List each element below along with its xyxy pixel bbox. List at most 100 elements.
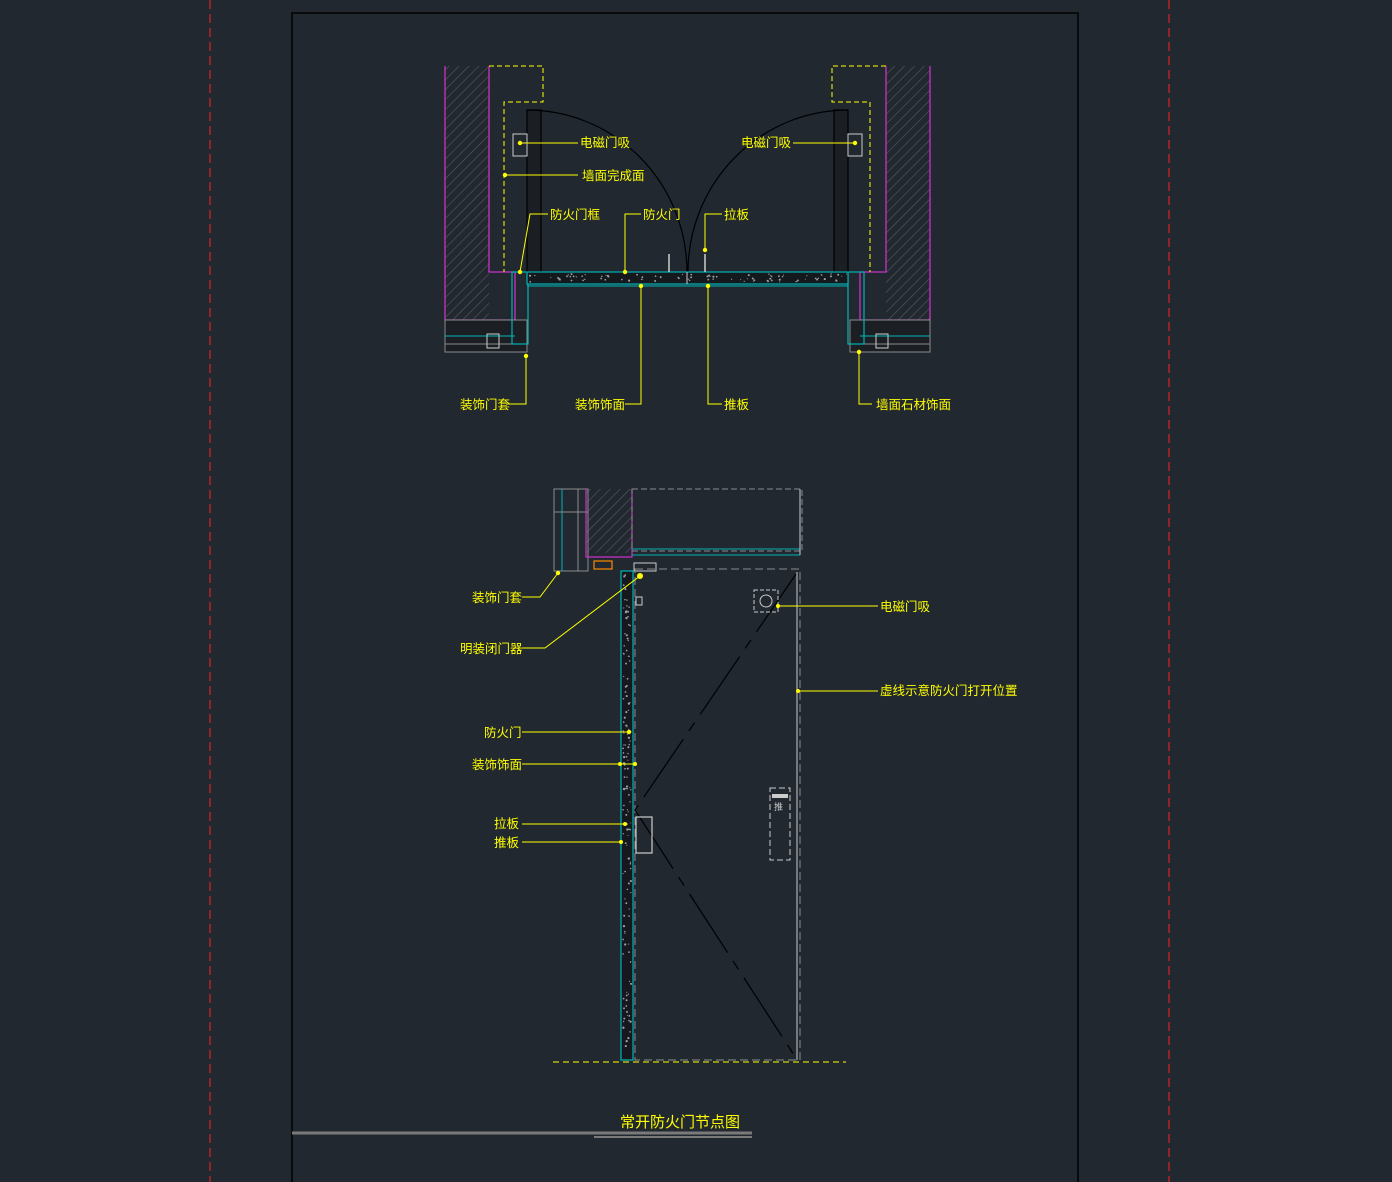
speckle (628, 882, 630, 884)
lintel-hatch (586, 489, 632, 553)
plan-leader-dots (502, 140, 862, 359)
elevation-magnetic-holder-circle (759, 594, 773, 608)
speckle (529, 280, 532, 283)
speckle (627, 834, 629, 837)
speckle (712, 278, 714, 280)
speckle (622, 833, 624, 835)
speckle (707, 278, 710, 281)
speckle (625, 616, 628, 620)
elev-label-push-plate: 推板 (494, 835, 520, 850)
speckle (567, 274, 569, 276)
speckle (627, 709, 630, 712)
speckle (625, 711, 628, 714)
speckle (747, 274, 750, 277)
speckle (768, 273, 770, 275)
speckle (629, 655, 631, 657)
lintel-wall-magenta (585, 489, 633, 558)
elev-label-dashed-open-position: 虚线示意防火门打开位置 (880, 683, 1018, 698)
speckle (622, 787, 626, 791)
speckle (629, 880, 632, 883)
speckle (778, 278, 781, 281)
speckle (627, 623, 630, 626)
plan-label-push-plate: 推板 (724, 397, 750, 412)
speckle (625, 755, 628, 758)
sheet-frame (291, 12, 1079, 1182)
speckle (623, 1007, 625, 1010)
speckle (625, 662, 628, 665)
speckle (629, 982, 633, 985)
speckle (627, 639, 629, 642)
speckle (622, 584, 625, 586)
speckle (767, 280, 770, 283)
speckle (677, 277, 680, 280)
speckle (628, 728, 630, 730)
speckle (743, 280, 745, 283)
speckle (626, 991, 628, 993)
speckle (623, 575, 626, 578)
speckle (622, 1020, 625, 1023)
speckle (626, 733, 629, 735)
speckle (752, 281, 754, 283)
right-swing-arc (687, 109, 849, 273)
right-frame-steel (847, 271, 865, 345)
speckle (690, 276, 693, 279)
elev-label-magnetic-holder: 电磁门吸 (880, 599, 931, 614)
drawing-title: 常开防火门节点图 (620, 1113, 740, 1131)
plan-view: 电磁门吸 墙面完成面 防火门框 防火门 拉板 电磁门吸 装饰门套 装饰饰面 推板… (444, 65, 951, 412)
speckle (636, 273, 639, 276)
speckle (627, 746, 630, 749)
speckle (625, 695, 628, 698)
speckle (607, 275, 610, 278)
speckle (559, 279, 561, 281)
speckle (706, 275, 709, 278)
door-closer-body (593, 560, 613, 570)
speckle (627, 759, 629, 761)
speckle (575, 276, 577, 278)
speckle (781, 275, 784, 278)
left-wall-inner (488, 66, 516, 330)
speckle (600, 277, 602, 280)
plan-label-fire-door-frame: 防火门框 (550, 207, 601, 222)
speckle (621, 278, 623, 281)
speckle (625, 634, 628, 637)
plan-label-fire-door: 防火门 (643, 207, 681, 222)
speckle (626, 888, 629, 891)
left-magnetic-holder (512, 133, 528, 157)
speckle (641, 276, 644, 279)
speckle (622, 953, 624, 955)
speckle (628, 606, 630, 608)
speckle (630, 822, 632, 824)
right-wall-hatch (886, 66, 930, 320)
speckle (623, 804, 625, 807)
speckle (628, 908, 630, 910)
open-direction-line-bottom (634, 809, 797, 1059)
speckle (584, 278, 586, 281)
speckle (640, 278, 643, 281)
speckle (628, 794, 630, 796)
speckle (837, 273, 840, 276)
elev-label-pull-plate: 拉板 (494, 816, 520, 831)
speckle (806, 275, 808, 277)
speckle (604, 278, 607, 281)
plan-label-pull-plate: 拉板 (724, 207, 750, 222)
speckle (625, 813, 628, 816)
plan-label-magnetic-holder-right: 电磁门吸 (741, 135, 792, 150)
speckle (629, 1020, 632, 1023)
speckle (817, 277, 820, 279)
speckle (624, 842, 627, 845)
left-open-leaf (526, 109, 542, 273)
speckle (566, 275, 568, 278)
elev-label-decorative-casing: 装饰门套 (472, 590, 523, 605)
speckle (622, 697, 625, 700)
speckle (627, 1036, 630, 1040)
speckle (625, 999, 628, 1002)
speckle (629, 863, 632, 865)
plan-label-wall-finish-surface: 墙面完成面 (582, 168, 645, 183)
speckle (712, 275, 715, 278)
right-wall-inner (859, 66, 887, 330)
speckle (624, 898, 626, 900)
right-open-leaf (833, 109, 849, 273)
plan-label-decorative-casing: 装饰门套 (460, 397, 511, 412)
speckle (570, 273, 573, 276)
